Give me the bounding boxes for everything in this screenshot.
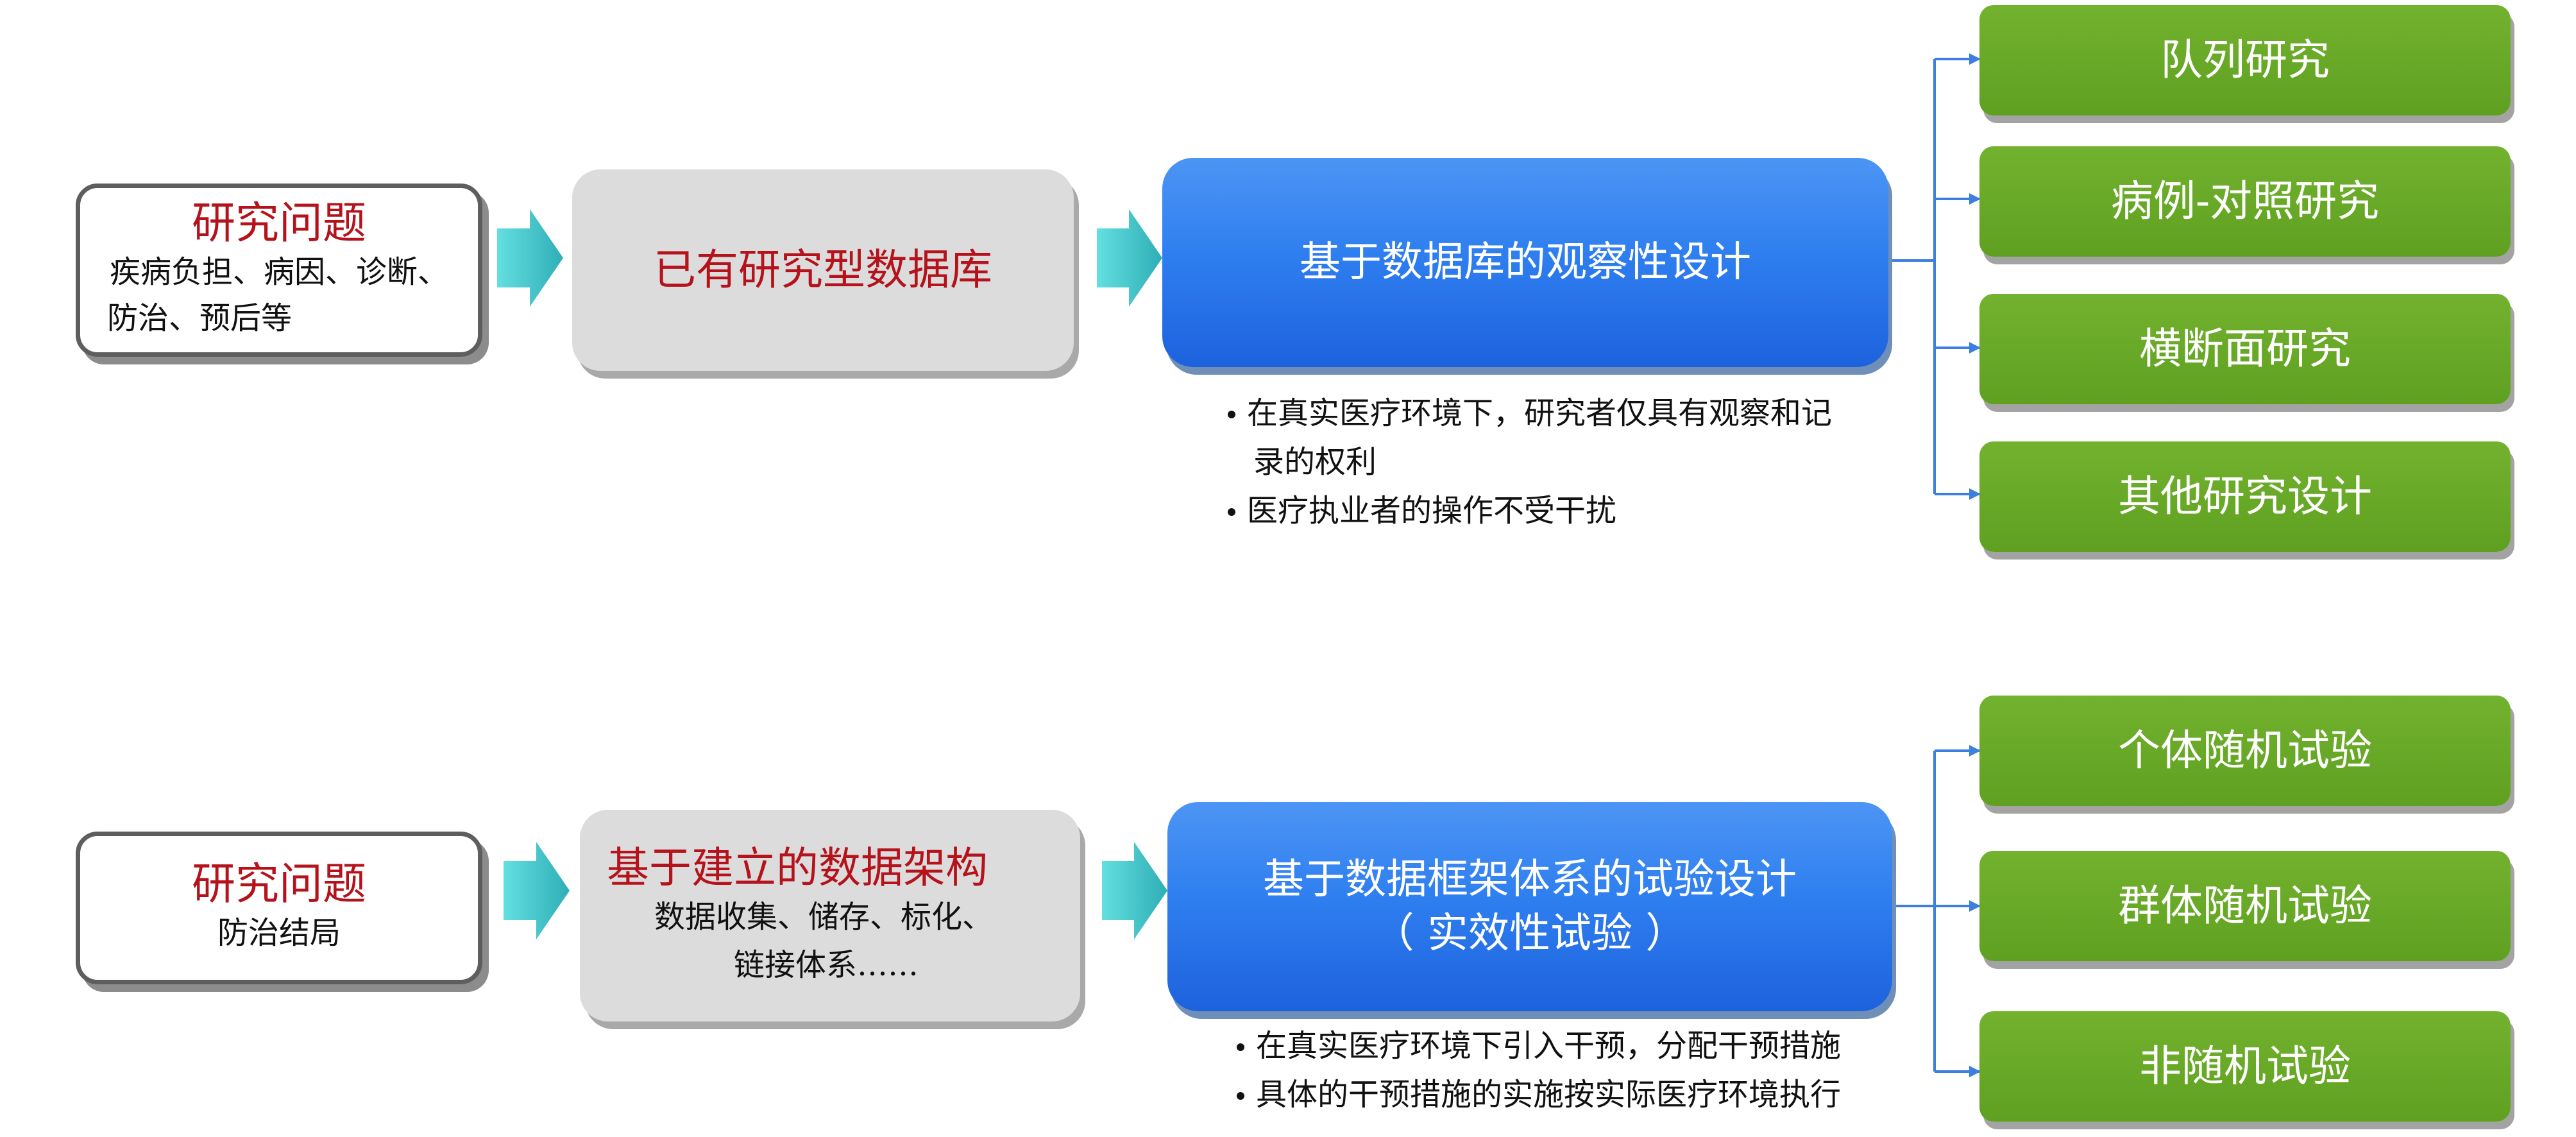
existing-database-box: 已有研究型数据库 — [572, 169, 1074, 371]
observational-note-1: 在真实医疗环境下，研究者仅具有观察和记 — [1225, 389, 1899, 438]
data-architecture-box: 基于建立的数据架构 数据收集、储存、标化、 链接体系…… — [580, 810, 1080, 1022]
branch-connector-top — [1888, 53, 1981, 500]
outcome-box-cluster-randomized: 群体随机试验 — [1979, 851, 2511, 961]
research-question-line-2-top: 防治、预后等 — [107, 300, 292, 337]
trial-note-2: 具体的干预措施的实施按实际医疗环境执行 — [1234, 1070, 1901, 1119]
outcome-box-individual-randomized: 个体随机试验 — [1979, 696, 2511, 806]
research-question-title-top: 研究问题 — [191, 198, 366, 249]
observational-note-3: 医疗执业者的操作不受干扰 — [1225, 486, 1899, 535]
outcome-box-other-design: 其他研究设计 — [1979, 441, 2511, 552]
trial-design-notes: 在真实医疗环境下引入干预，分配干预措施 具体的干预措施的实施按实际医疗环境执行 — [1234, 1022, 1901, 1119]
outcome-box-case-control: 病例-对照研究 — [1979, 146, 2511, 257]
trial-design-subtitle: （ 实效性试验 ） — [1373, 910, 1687, 957]
data-architecture-title: 基于建立的数据架构 — [607, 843, 988, 893]
outcome-label-cohort: 队列研究 — [2160, 35, 2330, 85]
outcome-box-cohort: 队列研究 — [1979, 5, 2511, 115]
data-architecture-line-2: 链接体系…… — [734, 946, 919, 983]
trial-design-title: 基于数据框架体系的试验设计 — [1263, 855, 1797, 903]
flow-arrow-4 — [1102, 842, 1167, 939]
trial-note-1: 在真实医疗环境下引入干预，分配干预措施 — [1234, 1022, 1901, 1070]
observational-design-notes: 在真实医疗环境下，研究者仅具有观察和记 录的权利 医疗执业者的操作不受干扰 — [1225, 389, 1899, 535]
outcome-label-cross-sectional: 横断面研究 — [2139, 324, 2351, 374]
existing-database-title: 已有研究型数据库 — [654, 245, 992, 295]
outcome-box-cross-sectional: 横断面研究 — [1979, 294, 2511, 404]
outcome-label-nonrandomized: 非随机试验 — [2139, 1041, 2351, 1091]
research-question-box-bottom: 研究问题 防治结局 — [76, 832, 482, 984]
flow-arrow-3 — [504, 842, 570, 939]
trial-design-box: 基于数据框架体系的试验设计 （ 实效性试验 ） — [1167, 802, 1892, 1011]
outcome-label-case-control: 病例-对照研究 — [2110, 176, 2380, 227]
observational-note-2: 录的权利 — [1253, 444, 1377, 480]
outcome-label-other-design: 其他研究设计 — [2118, 472, 2372, 522]
research-question-line-bottom: 防治结局 — [217, 915, 341, 952]
data-architecture-line-1: 数据收集、储存、标化、 — [654, 899, 994, 936]
branch-connector-bottom — [1892, 745, 1981, 1077]
outcome-label-individual-randomized: 个体随机试验 — [2118, 726, 2372, 776]
observational-design-box: 基于数据库的观察性设计 — [1162, 158, 1888, 367]
research-question-line-1-top: 疾病负担、病因、诊断、 — [109, 254, 448, 291]
flow-arrow-2 — [1097, 209, 1162, 307]
observational-design-title: 基于数据库的观察性设计 — [1300, 238, 1751, 286]
outcome-label-cluster-randomized: 群体随机试验 — [2118, 881, 2372, 931]
research-question-title-bottom: 研究问题 — [191, 859, 366, 910]
outcome-box-nonrandomized: 非随机试验 — [1979, 1011, 2511, 1122]
flow-arrow-1 — [497, 209, 563, 307]
research-question-box-top: 研究问题 疾病负担、病因、诊断、 防治、预后等 — [76, 184, 482, 357]
